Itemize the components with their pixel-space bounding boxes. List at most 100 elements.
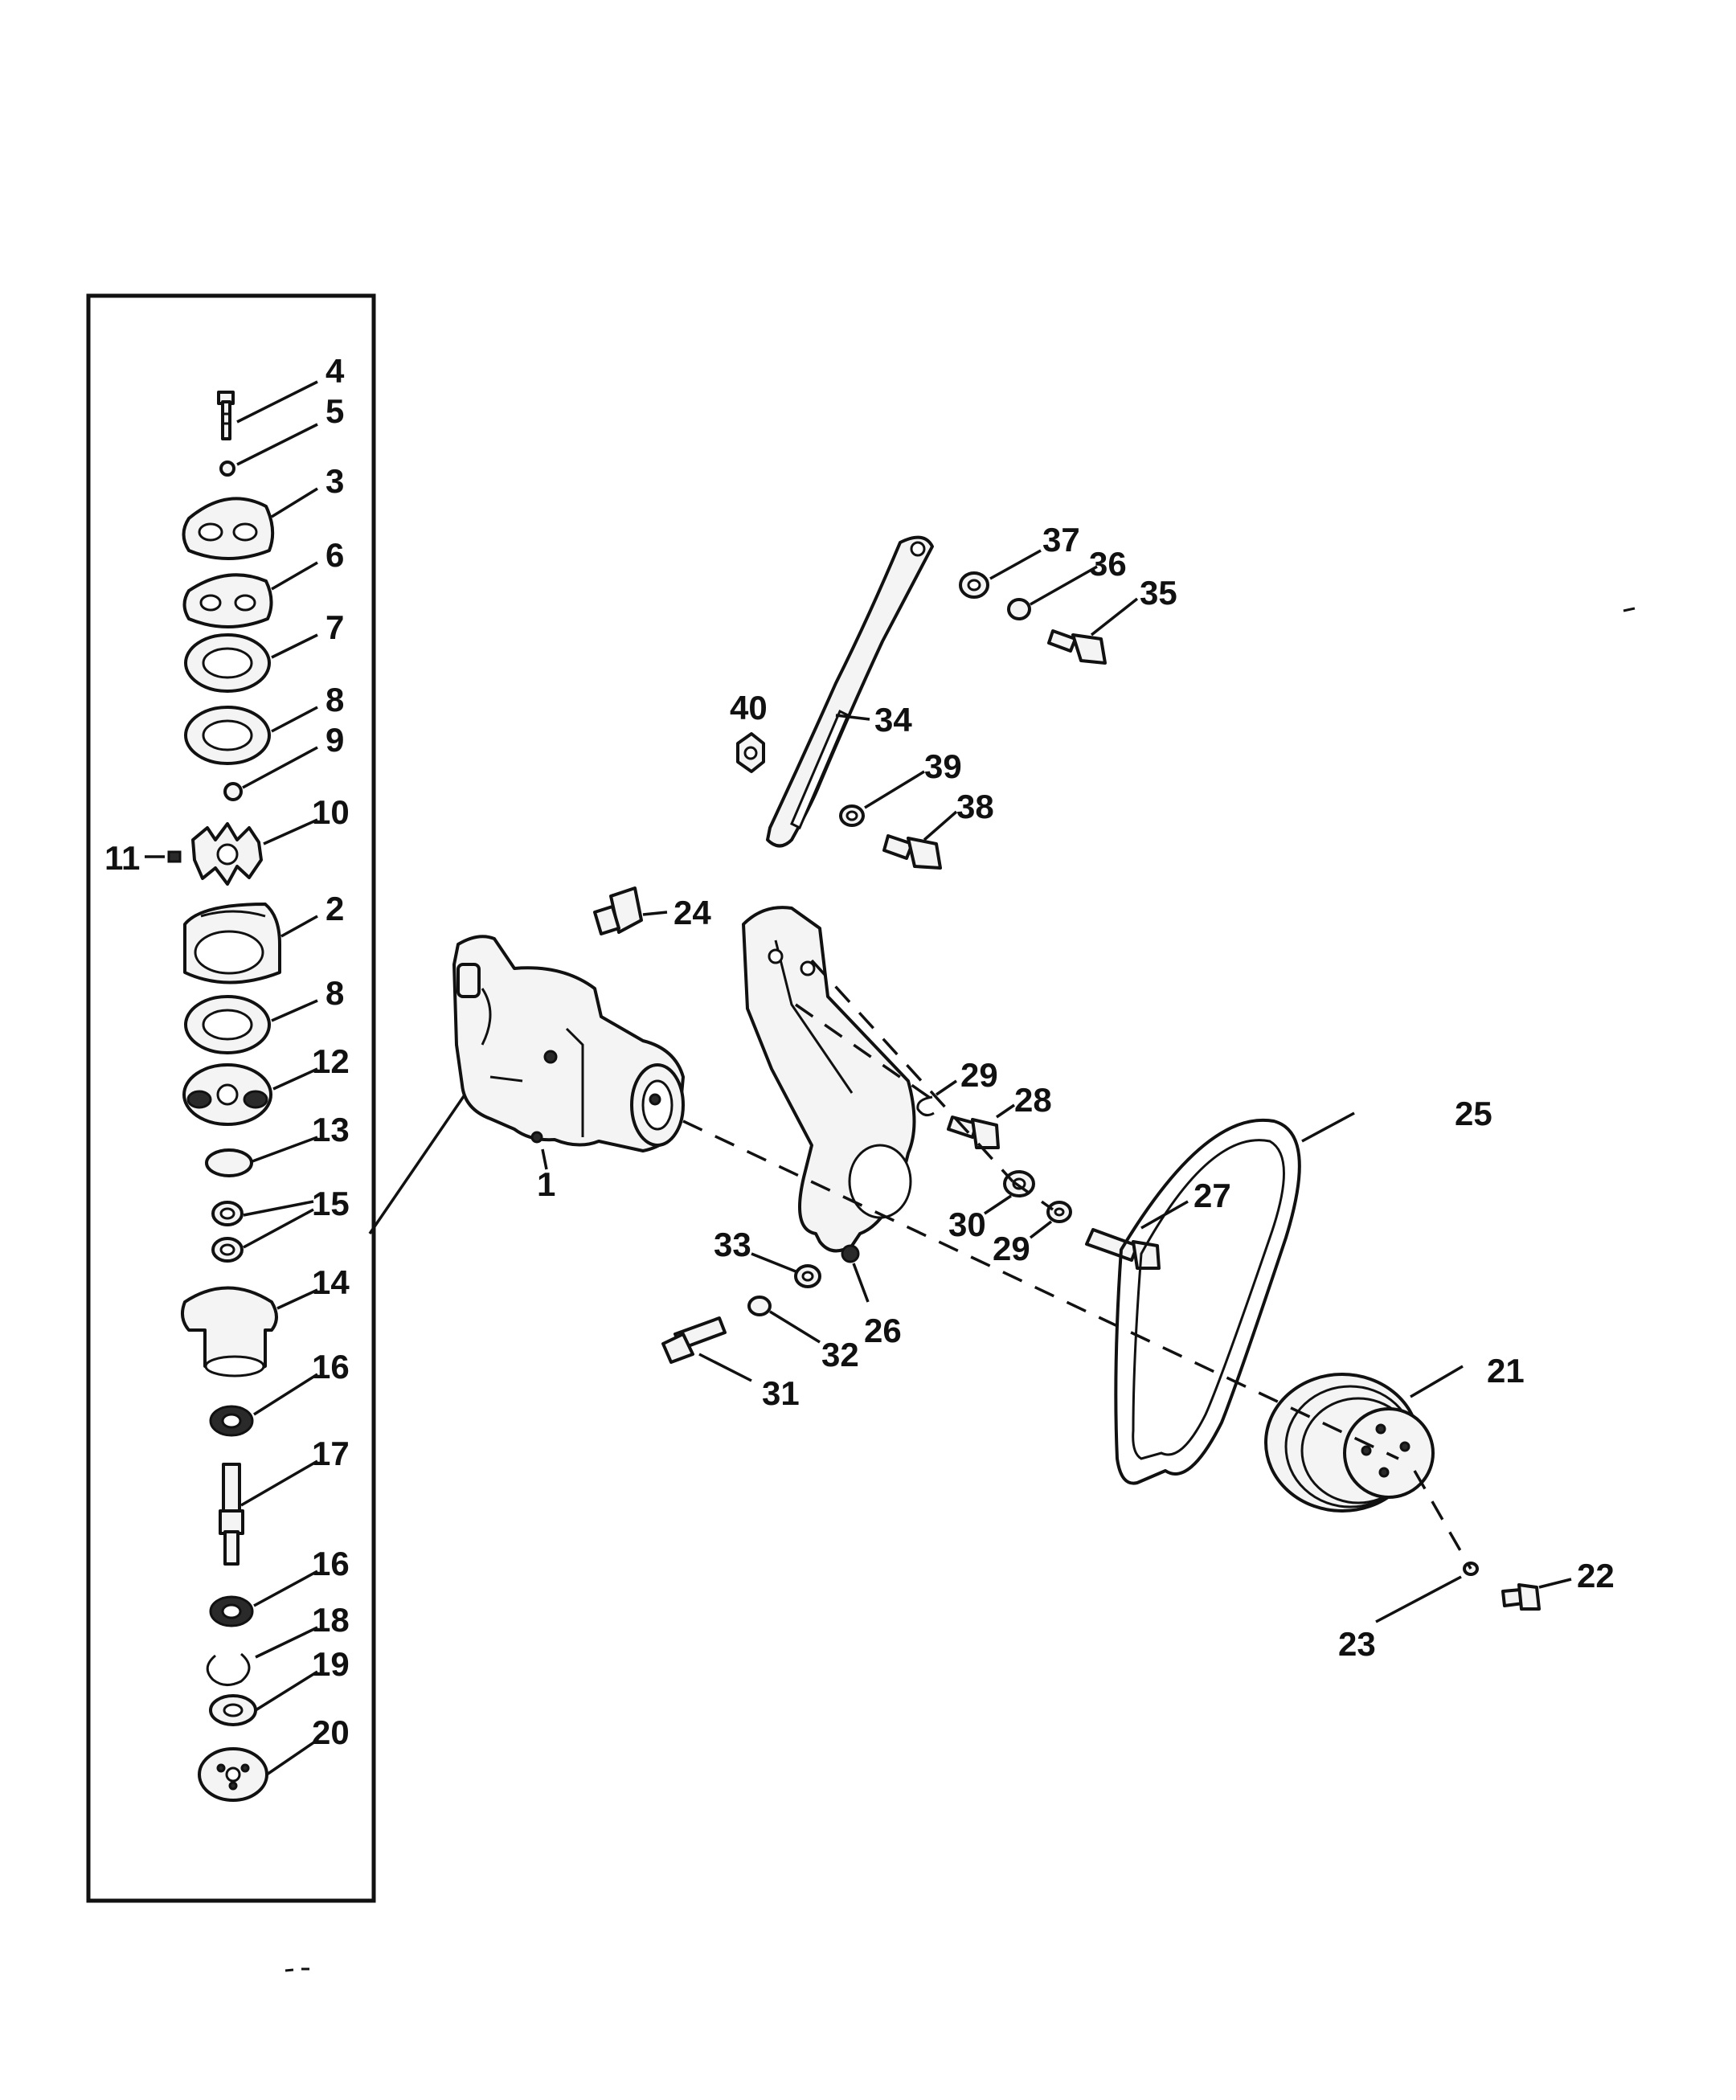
- callout-27: 27: [1194, 1177, 1231, 1214]
- callout-35: 35: [1140, 574, 1177, 612]
- part-38-bolt: [882, 834, 942, 870]
- callout-4: 4: [326, 352, 345, 390]
- part-8-gasket-upper: [184, 706, 271, 765]
- leader-25: [1301, 1111, 1355, 1143]
- part-39-washer: [839, 804, 865, 827]
- stray-mark: [1623, 607, 1636, 612]
- part-31-bolt: [661, 1316, 727, 1364]
- callout-12: 12: [312, 1042, 350, 1080]
- part-36-lock-washer: [1007, 598, 1031, 620]
- part-29-clip-upper: [916, 1095, 935, 1117]
- callout-36: 36: [1089, 545, 1127, 583]
- callout-13: 13: [312, 1111, 350, 1148]
- callout-22: 22: [1577, 1557, 1615, 1594]
- part-3-cover: [182, 497, 275, 560]
- part-5-washer: [219, 461, 235, 477]
- callout-8-upper: 8: [326, 681, 344, 718]
- part-10-impeller: [191, 822, 263, 886]
- part-22-bolt: [1501, 1583, 1541, 1611]
- leader-30: [984, 1194, 1012, 1215]
- part-13-o-ring: [205, 1148, 253, 1177]
- callout-18: 18: [312, 1601, 350, 1639]
- leader-21: [1410, 1365, 1464, 1398]
- part-24-fitting: [593, 886, 643, 935]
- part-35-bolt: [1047, 629, 1107, 665]
- callout-3: 3: [326, 462, 344, 500]
- part-33-washer: [794, 1264, 821, 1288]
- leader-34: [835, 714, 870, 721]
- callout-7: 7: [326, 608, 344, 646]
- part-14-bearing-housing: [180, 1286, 278, 1377]
- leader-38: [923, 810, 958, 841]
- callout-14: 14: [312, 1263, 350, 1301]
- leader-26: [852, 1263, 870, 1303]
- leader-37: [989, 549, 1042, 580]
- part-21-pulley: [1264, 1373, 1435, 1513]
- callout-33: 33: [714, 1226, 751, 1263]
- callout-19: 19: [312, 1645, 350, 1683]
- callout-24: 24: [674, 894, 711, 931]
- leader-35: [1090, 597, 1139, 637]
- callout-21: 21: [1487, 1352, 1525, 1390]
- part-19-washer: [209, 1694, 257, 1726]
- part-9-key: [223, 782, 243, 801]
- callout-28: 28: [1014, 1081, 1052, 1119]
- leader-29-lower: [1029, 1220, 1053, 1239]
- leader-39: [864, 770, 925, 809]
- callout-1: 1: [537, 1165, 555, 1203]
- part-2-housing: [183, 903, 281, 985]
- leader-22: [1538, 1578, 1572, 1589]
- leader-32: [769, 1310, 821, 1344]
- callout-6: 6: [326, 536, 344, 574]
- callout-29-lower: 29: [993, 1230, 1030, 1267]
- part-16-bearing-lower: [209, 1595, 254, 1627]
- callout-17: 17: [312, 1435, 350, 1472]
- part-20-hub: [198, 1747, 268, 1802]
- callout-16-lower: 16: [312, 1545, 350, 1582]
- part-15-seals: [211, 1201, 244, 1263]
- part-34-adjusting-brace: [766, 535, 934, 848]
- part-25-belt: [1114, 1118, 1301, 1485]
- callout-39: 39: [924, 747, 962, 785]
- part-32-lock-washer: [747, 1296, 772, 1316]
- part-40-nut: [736, 732, 765, 773]
- callout-29-upper: 29: [960, 1056, 998, 1094]
- part-1-pump-assembly: [452, 935, 685, 1152]
- part-18-retaining-ring: [206, 1652, 251, 1686]
- leader-1: [541, 1148, 548, 1170]
- part-37-washer: [959, 571, 989, 599]
- leader-31: [698, 1353, 752, 1382]
- callout-23: 23: [1338, 1625, 1376, 1663]
- callout-32: 32: [821, 1336, 859, 1373]
- leader-23: [1375, 1575, 1462, 1623]
- callout-16-upper: 16: [312, 1348, 350, 1386]
- callout-10: 10: [312, 793, 350, 831]
- alignment-dashed-lines: [682, 959, 1472, 1570]
- callout-25: 25: [1455, 1095, 1492, 1132]
- callout-15: 15: [312, 1185, 350, 1222]
- callout-labels: 4 5 3 6 7 8 9 10 11 2 8 12 13 15 14 16 1…: [104, 352, 1615, 1751]
- part-11-screw: [167, 850, 182, 863]
- callout-8-lower: 8: [326, 974, 344, 1012]
- callout-34: 34: [874, 701, 912, 739]
- callout-20: 20: [312, 1713, 350, 1751]
- leader-28: [996, 1103, 1015, 1119]
- inset-leaders: [236, 380, 318, 1776]
- part-16-bearing-upper: [209, 1405, 254, 1437]
- part-6-plate: [182, 573, 273, 628]
- leader-33: [751, 1252, 796, 1273]
- callout-11: 11: [104, 839, 140, 877]
- pump-inset-frame: [86, 293, 376, 1903]
- callout-5: 5: [326, 392, 344, 430]
- callout-2: 2: [326, 890, 344, 927]
- leader-24: [642, 911, 668, 916]
- callout-26: 26: [864, 1312, 902, 1349]
- part-17-shaft: [219, 1463, 244, 1566]
- part-4-bolt: [217, 391, 235, 440]
- callout-40: 40: [730, 689, 768, 727]
- part-28-bolt: [947, 1115, 1000, 1149]
- callout-30: 30: [948, 1206, 986, 1243]
- callout-37: 37: [1042, 521, 1080, 559]
- part-12-wear-plate: [182, 1063, 272, 1126]
